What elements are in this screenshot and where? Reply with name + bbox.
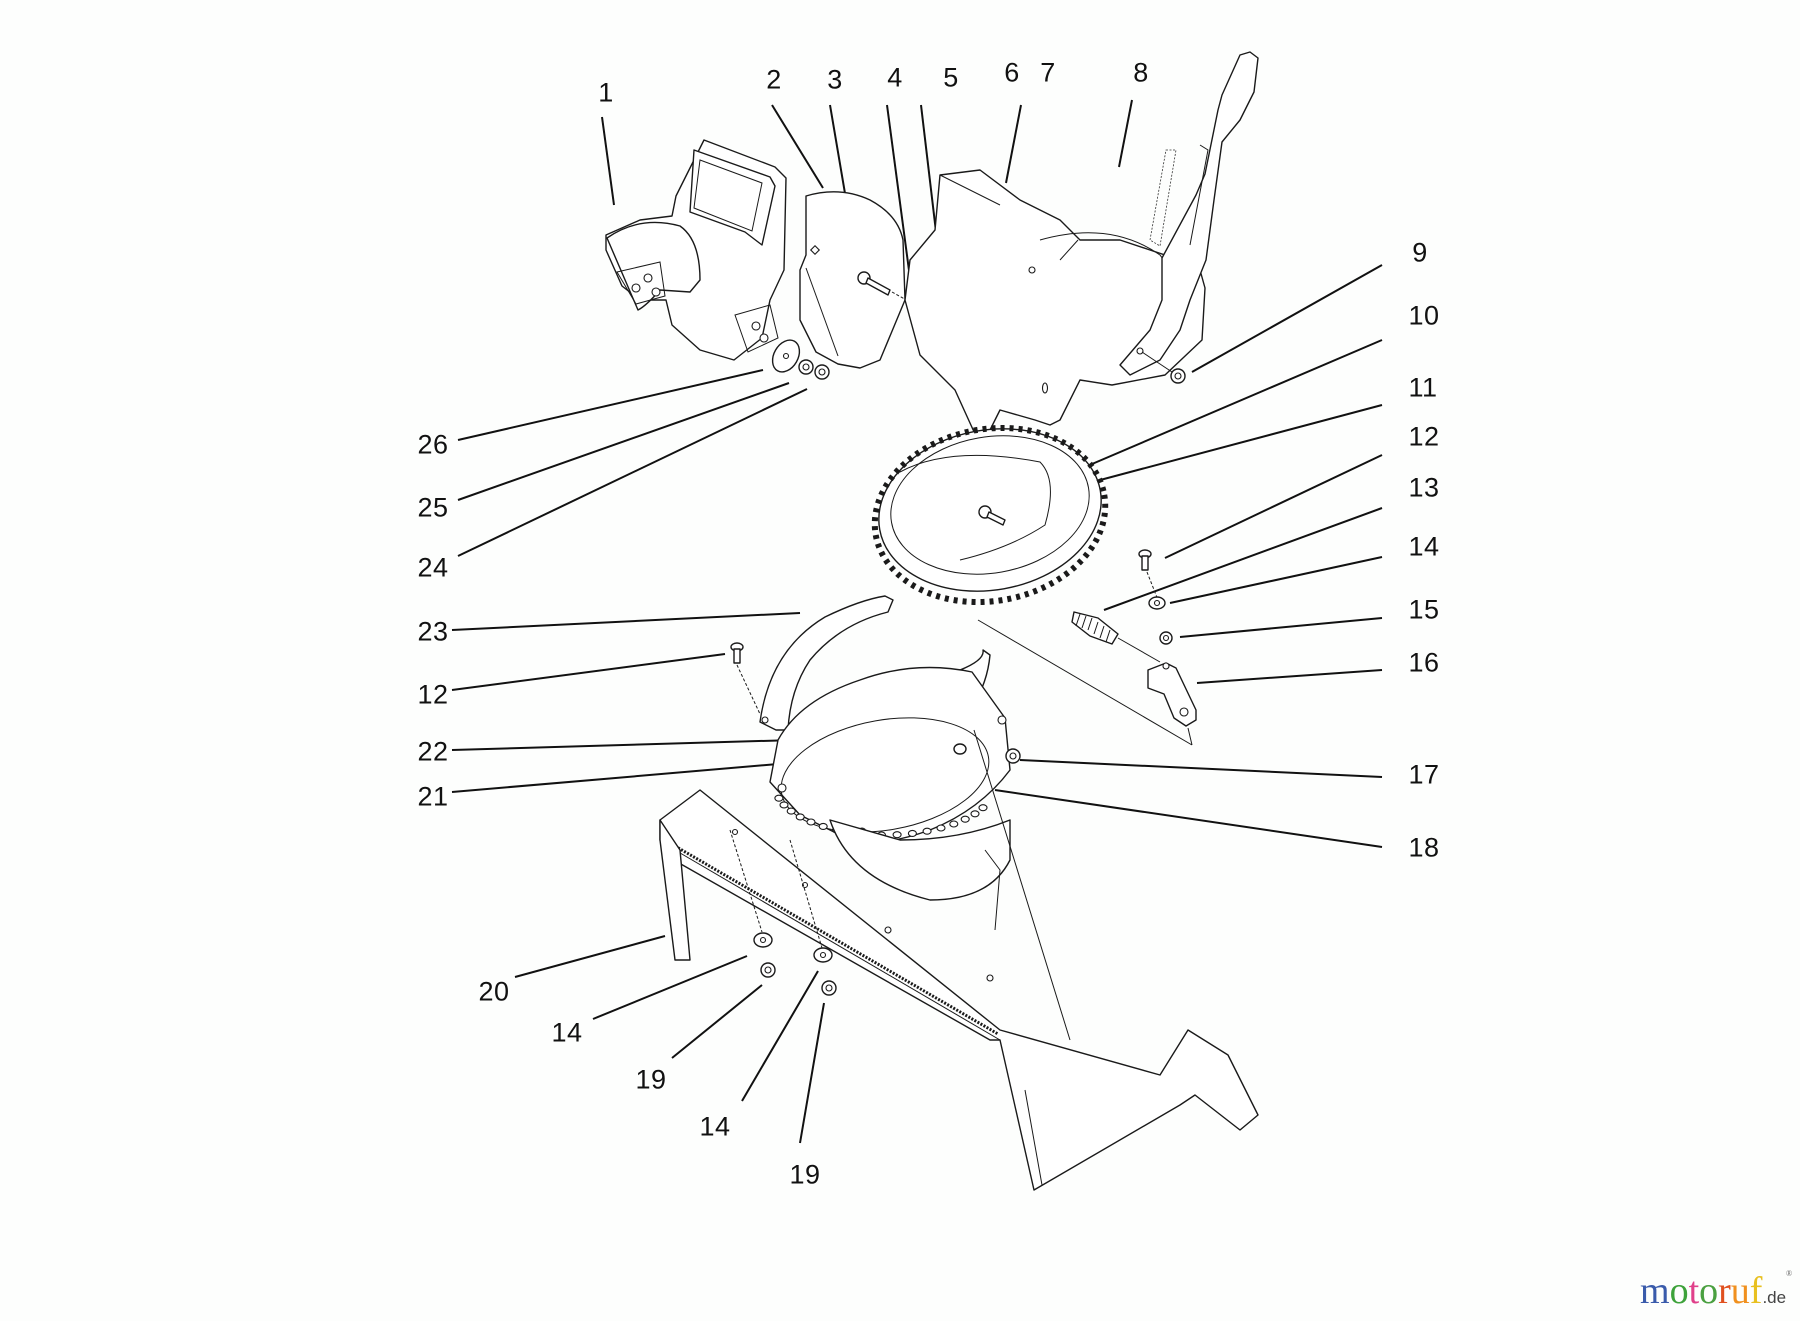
callout-8: 8: [1133, 57, 1149, 88]
callout-7: 7: [1040, 57, 1056, 88]
leader-line: [799, 1002, 825, 1144]
callout-20: 20: [478, 976, 510, 1007]
logo-letter: o: [1699, 1270, 1719, 1312]
callout-14: 14: [551, 1017, 583, 1048]
part-16-latch-lever: [977, 619, 1197, 746]
registered-mark: ®: [1786, 1269, 1793, 1278]
callout-26: 26: [417, 429, 449, 460]
part-11-bolt: [978, 505, 1006, 526]
part-19-nut-lower-b: [821, 980, 837, 996]
leader-line: [451, 612, 801, 631]
leader-line: [886, 104, 913, 294]
leader-line: [601, 116, 615, 206]
leader-line: [671, 984, 763, 1059]
leader-line: [1179, 617, 1383, 638]
logo-wordmark: motoruf: [1640, 1270, 1762, 1312]
leader-line: [1169, 556, 1383, 604]
leader-line: [1118, 99, 1133, 168]
motoruf-logo: motoruf.de ®: [1640, 1270, 1792, 1312]
part-1-deflector: [605, 139, 787, 361]
part-20-base-housing: [659, 729, 1259, 1191]
leader-line: [1019, 759, 1383, 778]
part-17-nut: [1005, 748, 1021, 764]
callout-1: 1: [598, 77, 614, 108]
callout-21: 21: [417, 781, 449, 812]
part-6-7-8-chute: [904, 51, 1259, 446]
callout-12: 12: [1408, 421, 1440, 452]
callout-12: 12: [417, 679, 449, 710]
callout-17: 17: [1408, 759, 1440, 790]
callout-13: 13: [1408, 472, 1440, 503]
callout-5: 5: [943, 62, 959, 93]
part-23-ring-half: [759, 595, 894, 731]
leader-line: [1196, 669, 1383, 684]
part-15-nut-right: [1159, 631, 1173, 645]
callout-14: 14: [699, 1111, 731, 1142]
part-14-washer-lower-a: [729, 829, 773, 948]
callout-16: 16: [1408, 647, 1440, 678]
part-14-washer-lower-b: [789, 839, 833, 963]
logo-letter: f: [1749, 1270, 1763, 1312]
callout-23: 23: [417, 616, 449, 647]
callout-10: 10: [1408, 300, 1440, 331]
leader-line: [741, 970, 819, 1102]
callout-15: 15: [1408, 594, 1440, 625]
callout-3: 3: [827, 64, 843, 95]
leader-line: [994, 789, 1383, 848]
leader-line: [457, 382, 790, 501]
part-2-cover-plate: [799, 191, 906, 369]
leader-line: [592, 955, 748, 1020]
part-13-spring: [1071, 611, 1161, 663]
logo-letter: r: [1718, 1270, 1731, 1312]
part-14-washer-right: [1148, 596, 1166, 610]
leader-line: [451, 653, 726, 691]
logo-letter: u: [1730, 1270, 1750, 1312]
callout-2: 2: [766, 64, 782, 95]
callout-19: 19: [789, 1159, 821, 1190]
part-19-nut-lower-a: [760, 962, 776, 978]
callout-4: 4: [887, 62, 903, 93]
leader-line: [457, 369, 764, 441]
logo-letter: t: [1688, 1270, 1700, 1312]
part-26-25-24-hardware: [771, 339, 830, 380]
leader-line: [514, 935, 666, 978]
logo-letter: o: [1669, 1270, 1689, 1312]
leader-line: [457, 388, 808, 557]
callout-24: 24: [417, 552, 449, 583]
callout-9: 9: [1412, 237, 1428, 268]
leader-line: [1191, 264, 1383, 373]
leader-line: [1077, 339, 1383, 471]
leader-line: [771, 104, 824, 189]
callout-19: 19: [635, 1064, 667, 1095]
leader-line: [1005, 104, 1022, 184]
logo-letter: m: [1640, 1270, 1670, 1312]
callout-14: 14: [1408, 531, 1440, 562]
part-18-base-plate: [769, 666, 1011, 844]
leader-line: [1164, 454, 1383, 559]
callout-11: 11: [1408, 372, 1438, 403]
callout-25: 25: [417, 492, 449, 523]
part-12-bolt-left: [730, 642, 761, 715]
callout-18: 18: [1408, 832, 1440, 863]
callout-22: 22: [417, 736, 449, 767]
callout-6: 6: [1004, 57, 1020, 88]
part-21-bolt: [953, 743, 967, 755]
leader-line: [1103, 507, 1383, 611]
part-9-nut: [1141, 351, 1186, 384]
logo-domain: .de: [1762, 1288, 1787, 1307]
part-12-bolt-right: [1138, 549, 1161, 606]
